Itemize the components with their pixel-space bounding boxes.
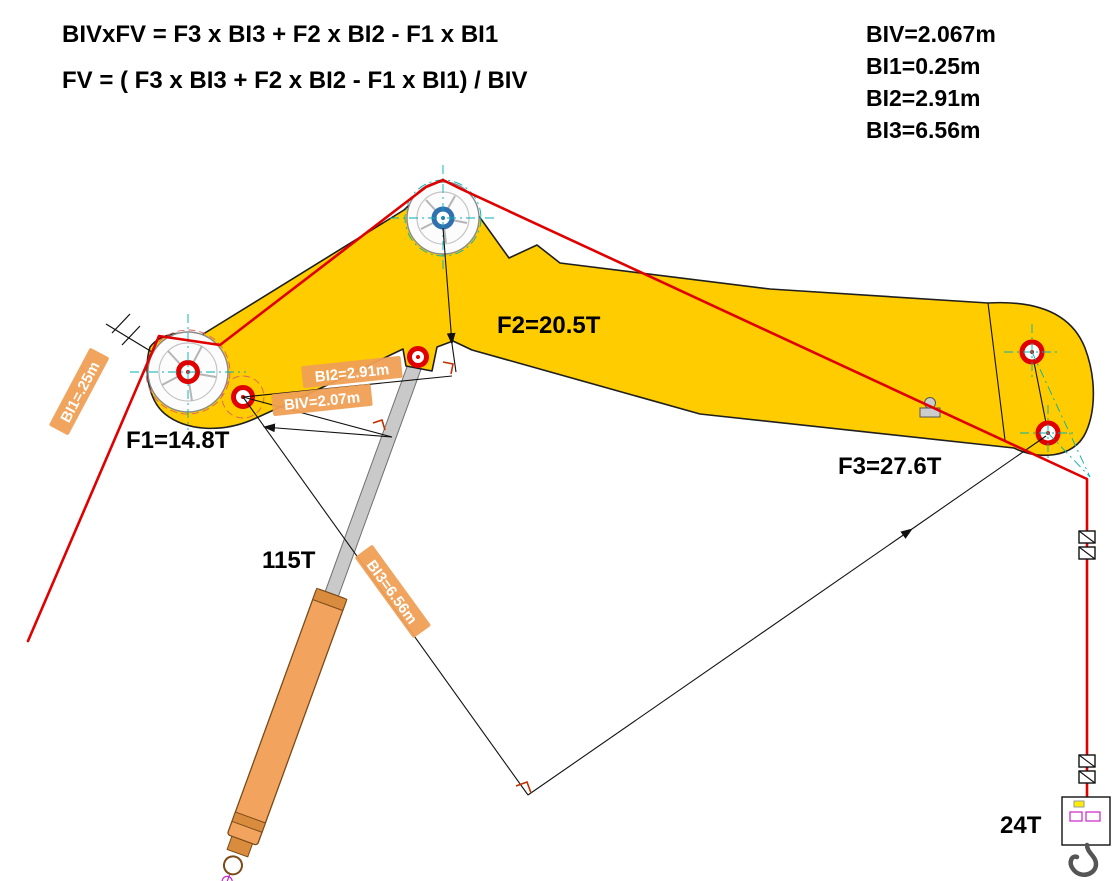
hydraulic-cylinder xyxy=(221,359,424,881)
f2-force-line-ext xyxy=(451,343,457,373)
cylinder-eye-cross xyxy=(224,874,231,881)
given-bi3: BI3=6.56m xyxy=(866,117,980,143)
spoke xyxy=(167,350,182,366)
spoke xyxy=(188,381,193,402)
clamp-mark xyxy=(1078,754,1096,768)
hook-icon xyxy=(1068,842,1099,877)
clamp-mark xyxy=(1078,770,1096,784)
right-angle-mark-f3 xyxy=(515,780,532,794)
dim-label-bi1: BI1=.25m xyxy=(49,348,109,435)
dim-label-bg xyxy=(301,356,403,388)
cylinder-eye xyxy=(222,855,243,876)
spoke xyxy=(161,375,180,386)
bi1-dim-tick xyxy=(111,313,131,334)
given-bi1: BI1=0.25m xyxy=(866,53,980,79)
dim-label-biv: BIV=2.07m xyxy=(271,384,373,416)
dim-label-bg xyxy=(271,384,373,416)
formula-line-2: FV = ( F3 x BI3 + F2 x BI2 - F1 x BI1) /… xyxy=(62,67,527,94)
f3-force-line xyxy=(527,528,913,796)
formula-line-1: BIVxFV = F3 x BI3 + F2 x BI2 - F1 x BI1 xyxy=(62,21,498,48)
boom-body xyxy=(146,183,1095,457)
force-label-hook-load: 24T xyxy=(1000,812,1042,839)
f3-force-line-ext xyxy=(911,435,1047,530)
bracket-base xyxy=(919,407,941,418)
dim-label-bi2: BI2=2.91m xyxy=(301,356,403,388)
cable-clamps-lower xyxy=(1078,754,1096,784)
given-biv: BIV=2.067m xyxy=(866,21,996,47)
force-label-f2: F2=20.5T xyxy=(497,312,601,339)
pivot-circle xyxy=(221,375,265,419)
cable-clamps-upper xyxy=(1078,530,1096,560)
force-label-cylinder: 115T xyxy=(262,547,316,574)
spoke xyxy=(420,221,436,230)
centerline xyxy=(1031,351,1091,478)
spoke xyxy=(451,219,468,224)
hub-center xyxy=(416,355,420,359)
clamp-mark xyxy=(1078,546,1096,560)
f1-force-line xyxy=(262,423,393,438)
hook-block xyxy=(1061,796,1111,877)
right-angle-mark-f2 xyxy=(442,361,454,375)
given-bi2: BI2=2.91m xyxy=(866,85,980,111)
block-detail xyxy=(1085,811,1101,822)
cylinder-barrel xyxy=(227,588,347,846)
bi1-dim-extension xyxy=(105,323,153,353)
cylinder-band xyxy=(231,811,267,833)
centerlines xyxy=(130,165,1091,478)
dim-label-bg xyxy=(49,348,109,435)
bi1-dim-tick xyxy=(121,325,141,346)
force-label-f1: F1=14.8T xyxy=(126,427,230,454)
f2-force-line xyxy=(442,227,456,346)
spoke xyxy=(197,373,217,378)
force-label-f3: F3=27.6T xyxy=(838,453,942,480)
biv-lever-line xyxy=(242,396,393,438)
clamp-mark xyxy=(1078,530,1096,544)
dim-label-bi3: BI3=6.56m xyxy=(355,545,431,638)
spoke xyxy=(443,226,447,244)
spoke xyxy=(446,195,456,211)
cylinder-gland xyxy=(312,587,348,612)
boom-tip-edge xyxy=(987,302,1006,441)
clevis-hub xyxy=(407,346,429,368)
right-angle-mark-biv xyxy=(372,418,386,431)
block-detail xyxy=(1069,811,1083,822)
sheave-groove xyxy=(158,342,218,402)
boom-tip-line xyxy=(1031,351,1049,434)
spoke xyxy=(192,345,203,364)
dim-label-bg xyxy=(355,545,431,638)
hoist-cable xyxy=(26,178,1089,801)
block-plate xyxy=(1073,800,1085,808)
dim-label-text: BI3=6.56m xyxy=(363,557,421,627)
cylinder-cap xyxy=(226,835,254,858)
